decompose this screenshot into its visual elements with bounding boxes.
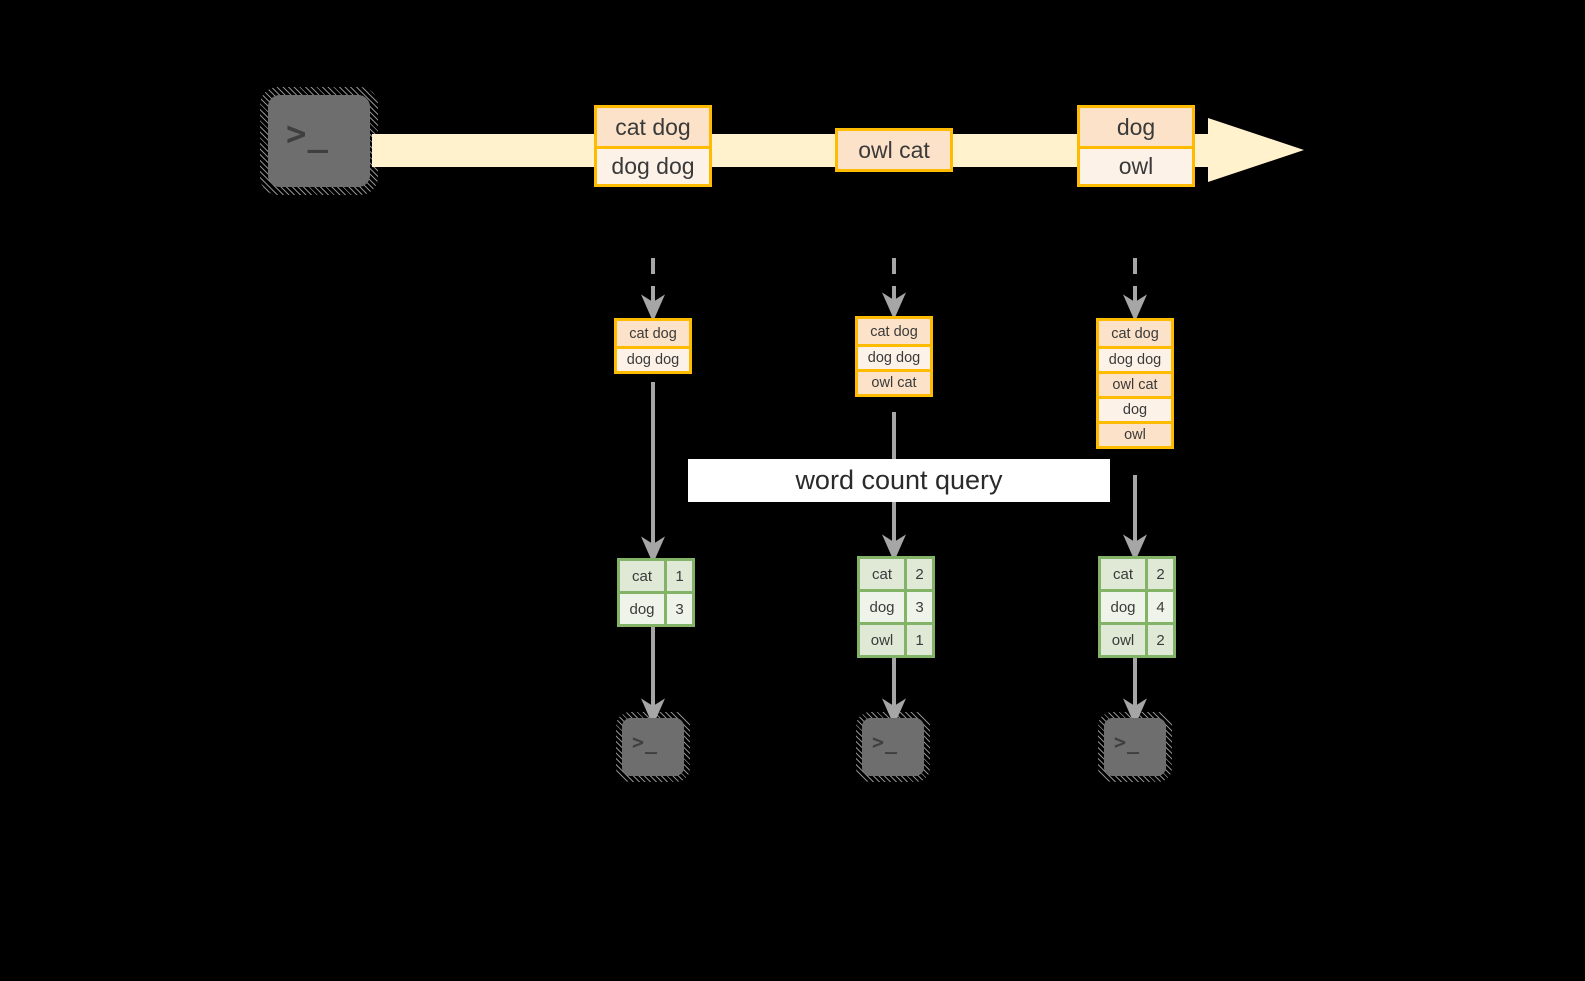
table-row: owl 2 xyxy=(1101,622,1173,655)
snapshot-stack-1: cat dog dog dog owl cat xyxy=(855,316,933,397)
count-word: dog xyxy=(869,598,895,616)
count-word: cat xyxy=(631,567,652,585)
consumer-terminal-1[interactable]: >_ xyxy=(856,712,930,782)
stream-message-0: cat dog dog dog xyxy=(594,105,712,187)
count-word: cat xyxy=(871,565,892,583)
count-value: 1 xyxy=(904,625,932,655)
terminal-prompt-icon: >_ xyxy=(632,730,659,754)
snapshot-line: cat dog xyxy=(858,319,930,344)
snapshot-line: dog xyxy=(1099,396,1171,421)
query-label: word count query xyxy=(688,459,1110,502)
table-row: dog 3 xyxy=(620,591,692,624)
producer-terminal[interactable]: >_ xyxy=(260,87,378,195)
stream-message-2: dog owl xyxy=(1077,105,1195,187)
terminal-prompt-icon: >_ xyxy=(872,730,899,754)
snapshot-line: dog dog xyxy=(858,344,930,369)
terminal-body xyxy=(622,718,684,776)
count-word: dog xyxy=(629,600,655,618)
count-value: 4 xyxy=(1145,592,1173,622)
table-row: owl 1 xyxy=(860,622,932,655)
snapshot-line: dog dog xyxy=(1099,346,1171,371)
stream-message-line: cat dog xyxy=(597,108,709,146)
count-value: 3 xyxy=(664,594,692,624)
table-row: cat 2 xyxy=(1101,559,1173,589)
count-table-1: cat 2 dog 3 owl 1 xyxy=(857,556,935,658)
count-value: 2 xyxy=(1145,625,1173,655)
count-value: 2 xyxy=(904,559,932,589)
stream-message-line: owl cat xyxy=(838,131,950,169)
count-word: owl xyxy=(870,631,894,649)
snapshot-stack-0: cat dog dog dog xyxy=(614,318,692,374)
terminal-body xyxy=(1104,718,1166,776)
snapshot-line: cat dog xyxy=(1099,321,1171,346)
table-row: dog 3 xyxy=(860,589,932,622)
terminal-body xyxy=(268,95,370,187)
snapshot-line: owl xyxy=(1099,421,1171,446)
count-value: 1 xyxy=(664,561,692,591)
terminal-prompt-icon: >_ xyxy=(1114,730,1141,754)
event-stream-arrowhead-icon xyxy=(1208,118,1304,182)
snapshot-line: dog dog xyxy=(617,346,689,371)
count-word: dog xyxy=(1110,598,1136,616)
stream-message-line: dog dog xyxy=(597,146,709,184)
count-table-2: cat 2 dog 4 owl 2 xyxy=(1098,556,1176,658)
count-table-0: cat 1 dog 3 xyxy=(617,558,695,627)
consumer-terminal-2[interactable]: >_ xyxy=(1098,712,1172,782)
count-word: owl xyxy=(1111,631,1135,649)
stream-message-line: dog xyxy=(1080,108,1192,146)
snapshot-line: owl cat xyxy=(1099,371,1171,396)
count-value: 3 xyxy=(904,592,932,622)
event-stream-band xyxy=(372,134,1210,167)
count-word: cat xyxy=(1112,565,1133,583)
table-row: dog 4 xyxy=(1101,589,1173,622)
consumer-terminal-0[interactable]: >_ xyxy=(616,712,690,782)
count-value: 2 xyxy=(1145,559,1173,589)
stream-message-line: owl xyxy=(1080,146,1192,184)
table-row: cat 1 xyxy=(620,561,692,591)
snapshot-line: owl cat xyxy=(858,369,930,394)
snapshot-line: cat dog xyxy=(617,321,689,346)
terminal-body xyxy=(862,718,924,776)
table-row: cat 2 xyxy=(860,559,932,589)
terminal-prompt-icon: >_ xyxy=(286,114,329,154)
snapshot-stack-2: cat dog dog dog owl cat dog owl xyxy=(1096,318,1174,449)
stream-message-1: owl cat xyxy=(835,128,953,172)
